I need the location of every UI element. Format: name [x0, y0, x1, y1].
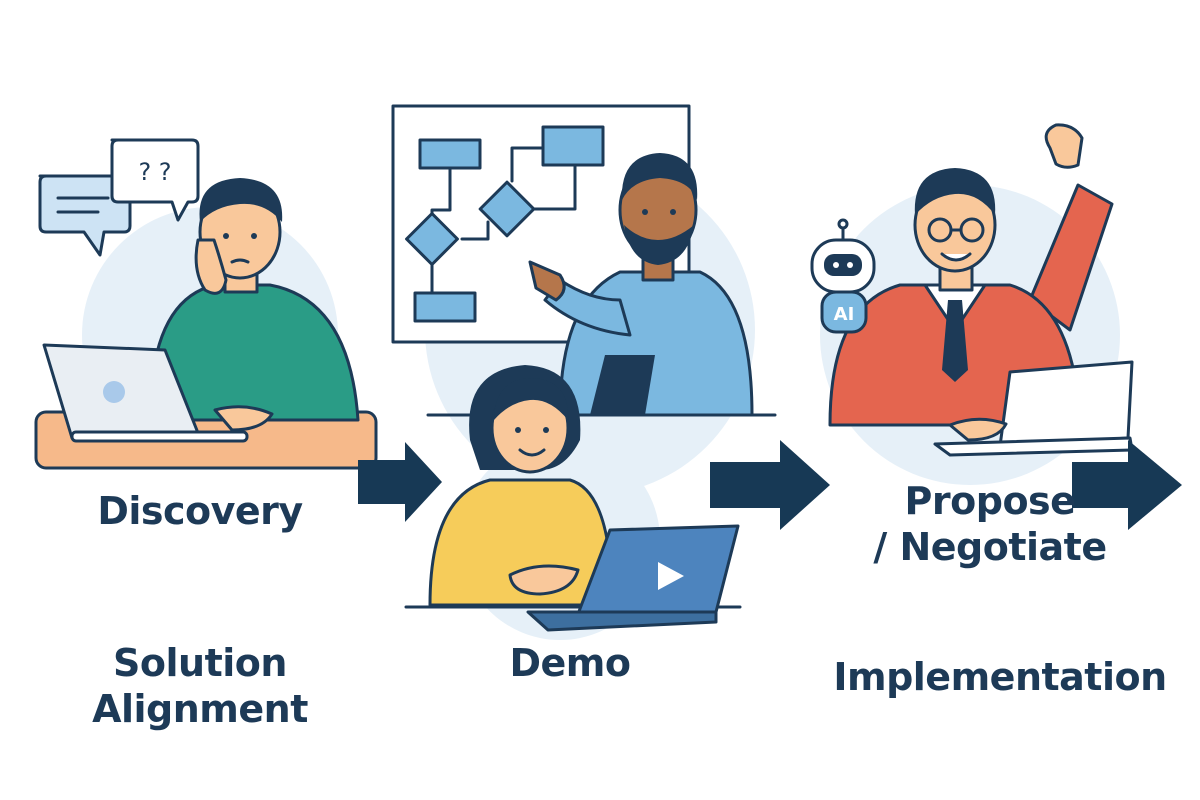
question-marks: ? ?: [138, 158, 171, 186]
pointing-hand: [528, 260, 566, 302]
stage-solution-alignment-line1: Solution: [113, 641, 287, 685]
flowchart: [405, 125, 605, 323]
propose-scene: AI: [810, 123, 1134, 485]
stage-implementation-label: Implementation: [833, 655, 1167, 699]
question-bubble-icon: ? ?: [110, 138, 200, 222]
stage-propose-line1: Propose: [904, 479, 1076, 523]
presenter-hair: [621, 153, 698, 200]
demo-scene: [404, 365, 742, 640]
phone-hand: [194, 238, 228, 295]
discovery-laptop: [42, 343, 249, 443]
stage-propose-line2: / Negotiate: [873, 525, 1107, 569]
robot-icon: AI: [810, 218, 876, 334]
raised-arm: [1028, 183, 1114, 332]
presenter-beard: [624, 225, 694, 265]
stage-discovery-label: Discovery: [97, 489, 303, 533]
stage-solution-alignment-label: Solution Alignment: [70, 640, 330, 732]
right-arrow-icon: [710, 440, 830, 530]
demo-laptop: [526, 524, 740, 632]
solution-alignment-scene: [391, 104, 777, 495]
stage-propose-negotiate-label: Propose / Negotiate: [850, 478, 1130, 570]
stage-demo-label: Demo: [509, 641, 631, 685]
stage-solution-alignment-line2: Alignment: [92, 687, 308, 731]
right-arrow-icon: [1072, 440, 1182, 530]
discovery-person-hair: [199, 178, 283, 222]
discovery-scene: ? ?: [34, 138, 378, 470]
raised-fist: [1044, 123, 1084, 169]
right-arrow-icon: [358, 442, 442, 522]
ai-badge: AI: [834, 304, 855, 325]
necktie: [942, 300, 968, 382]
propose-laptop: [933, 360, 1134, 457]
play-icon: [658, 562, 684, 590]
